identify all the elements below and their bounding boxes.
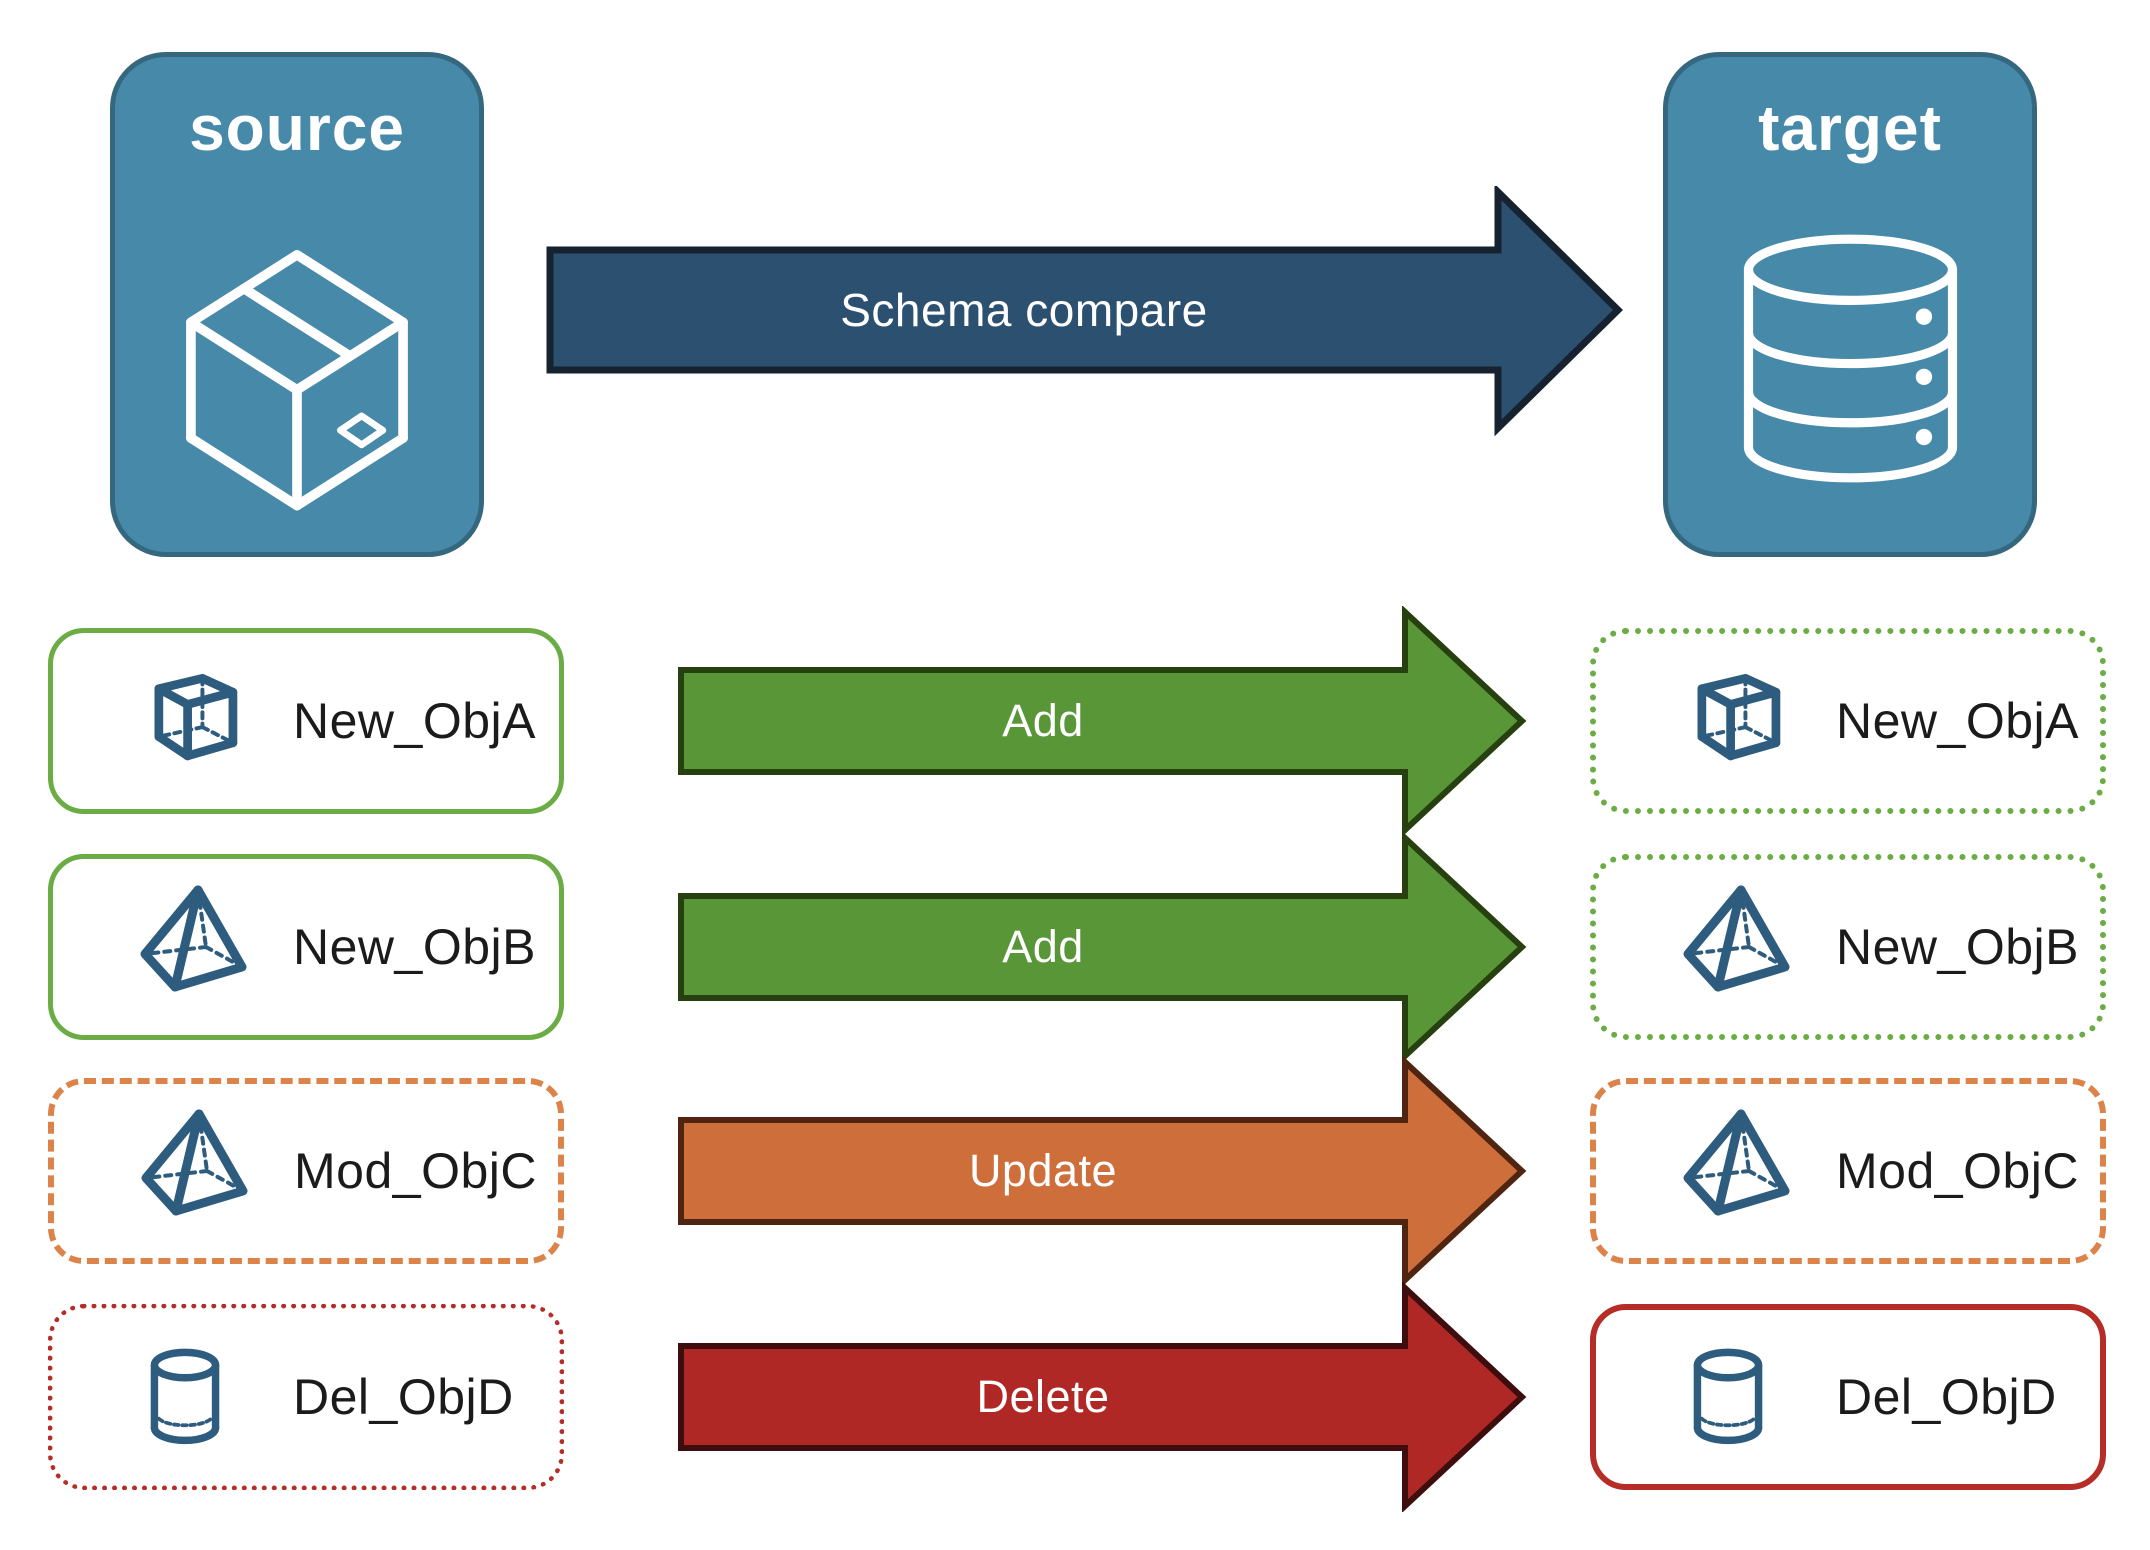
- cylinder-icon: [1693, 1348, 1763, 1444]
- update-arrow-row3: Update: [678, 1056, 1528, 1286]
- source-object-mod-objc: Mod_ObjC: [48, 1078, 564, 1264]
- target-icon-wrap: [1733, 165, 1968, 552]
- object-label: New_ObjB: [1836, 919, 2079, 975]
- target-object-new-objb: New_ObjB: [1590, 854, 2106, 1040]
- pyramid-icon: [141, 1109, 248, 1216]
- source-title: source: [189, 92, 405, 164]
- object-label: New_ObjB: [293, 919, 536, 975]
- pyramid-icon: [1683, 1109, 1790, 1216]
- source-object-del-objd: Del_ObjD: [48, 1304, 564, 1490]
- database-icon: [1743, 234, 1957, 483]
- target-object-mod-objc: Mod_ObjC: [1590, 1078, 2106, 1264]
- add-arrow-row2: Add: [678, 832, 1528, 1062]
- pyramid-icon: [140, 885, 247, 992]
- source-object-new-objb: New_ObjB: [48, 854, 564, 1040]
- action-label: Delete: [976, 1371, 1110, 1422]
- right-arrow-icon: [678, 1282, 1527, 1512]
- right-arrow-icon: [678, 832, 1527, 1062]
- package-box-icon: [186, 250, 408, 511]
- right-arrow-icon: [678, 606, 1527, 836]
- action-label: Add: [1002, 695, 1084, 746]
- delete-arrow-row4: Delete: [678, 1282, 1528, 1512]
- object-label: Mod_ObjC: [294, 1143, 537, 1199]
- action-label: Add: [1002, 921, 1084, 972]
- target-object-del-objd: Del_ObjD: [1590, 1304, 2106, 1490]
- source-object-new-obja: New_ObjA: [48, 628, 564, 814]
- source-panel: source: [110, 52, 484, 557]
- right-arrow-icon: [678, 1056, 1527, 1286]
- object-label: Mod_ObjC: [1836, 1143, 2079, 1199]
- schema-compare-arrow: Schema compare: [546, 186, 1626, 436]
- object-label: Del_ObjD: [1836, 1369, 2057, 1425]
- pyramid-icon: [1683, 885, 1790, 992]
- target-object-new-obja: New_ObjA: [1590, 628, 2106, 814]
- cube-icon: [1697, 673, 1781, 761]
- right-arrow-icon: [546, 186, 1623, 436]
- target-title: target: [1758, 92, 1942, 164]
- object-label: New_ObjA: [293, 693, 536, 749]
- target-panel: target: [1663, 52, 2037, 557]
- object-label: New_ObjA: [1836, 693, 2079, 749]
- cylinder-icon: [150, 1348, 220, 1444]
- source-icon-wrap: [162, 165, 432, 552]
- add-arrow-row1: Add: [678, 606, 1528, 836]
- schema-compare-label: Schema compare: [840, 284, 1208, 336]
- object-label: Del_ObjD: [293, 1369, 514, 1425]
- cube-icon: [154, 673, 238, 761]
- action-label: Update: [968, 1145, 1118, 1196]
